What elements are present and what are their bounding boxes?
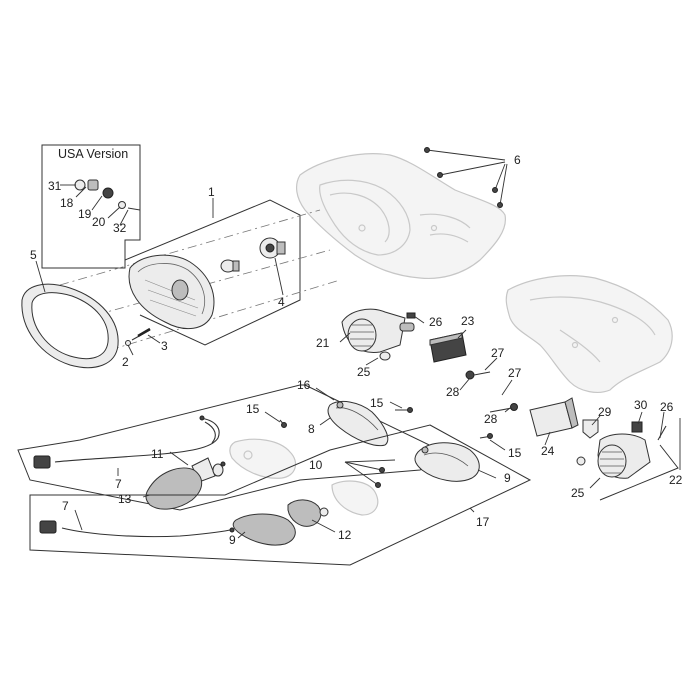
callout-labels: 1 2 3 4 5 6 7 7 8 9 9 10 11 12 13 15 15 … (30, 153, 683, 547)
side-reflector-8 (327, 401, 389, 447)
inset-title: USA Version (58, 147, 128, 161)
handlebar-cover-ghost (295, 153, 507, 280)
rear-body-ghost (505, 275, 673, 393)
wiring-harness-7-lower (39, 520, 235, 538)
relay-23 (429, 332, 467, 363)
callout-23: 23 (461, 314, 475, 328)
callout-3: 3 (161, 339, 168, 353)
callout-1: 1 (208, 185, 215, 199)
callout-30: 30 (634, 398, 648, 412)
callout-13: 13 (118, 492, 132, 506)
callout-29: 29 (598, 405, 612, 419)
callout-20: 20 (92, 215, 106, 229)
callout-21: 21 (316, 336, 330, 350)
callout-10: 10 (309, 458, 323, 472)
callout-25-rear: 25 (571, 486, 585, 500)
front-turn-signal (341, 308, 416, 361)
leader-lines (35, 184, 665, 539)
callout-27-lower: 27 (508, 366, 522, 380)
inset-screw-parts (74, 179, 141, 211)
callout-8: 8 (308, 422, 315, 436)
rear-turn-signal (576, 421, 667, 479)
callout-26-front: 26 (429, 315, 443, 329)
callout-28-upper: 28 (446, 385, 460, 399)
callout-27-upper: 27 (491, 346, 505, 360)
callout-25-front: 25 (357, 365, 371, 379)
group-17-outline (29, 424, 532, 566)
wiring-harness-7-upper (33, 415, 220, 469)
callout-28-lower: 28 (484, 412, 498, 426)
bulb-socket (259, 237, 286, 259)
clip-29 (582, 419, 599, 439)
headlight-body (128, 254, 215, 330)
bulb-holder-12 (287, 499, 329, 527)
callout-2: 2 (122, 355, 129, 369)
callout-9-right: 9 (504, 471, 511, 485)
callout-22: 22 (669, 473, 683, 487)
callout-7-upper: 7 (115, 477, 122, 491)
bolt-27-28-lower (489, 403, 518, 413)
relay-24 (529, 397, 579, 437)
callout-6: 6 (514, 153, 521, 167)
adjuster-screw (125, 327, 151, 346)
lens-13 (145, 467, 203, 510)
callout-11: 11 (151, 447, 164, 461)
callout-16: 16 (297, 378, 311, 392)
screws-10 (344, 459, 396, 488)
rear-bracket-lower (331, 480, 379, 516)
callout-32: 32 (113, 221, 127, 235)
bolt-27-28-upper (465, 370, 491, 380)
callout-9-lower: 9 (229, 533, 236, 547)
callout-15-b: 15 (370, 396, 384, 410)
callout-17: 17 (476, 515, 490, 529)
callout-15-c: 15 (508, 446, 522, 460)
headlight-bulb (220, 259, 240, 273)
callout-5: 5 (30, 248, 37, 262)
headlight-trim-ring (21, 283, 119, 369)
harness-bracket-22 (599, 418, 681, 501)
callout-18: 18 (60, 196, 74, 210)
lens-9-lower (232, 513, 296, 546)
callout-4: 4 (278, 295, 285, 309)
callout-31: 31 (48, 179, 62, 193)
callout-26-rear: 26 (660, 400, 674, 414)
callout-12: 12 (338, 528, 352, 542)
handlebar-screws (424, 147, 508, 208)
rear-signal-bracket (229, 438, 297, 479)
callout-7-lower: 7 (62, 499, 69, 513)
screws-15 (279, 407, 493, 439)
usa-version-inset: USA Version (41, 144, 141, 269)
callout-24: 24 (541, 444, 555, 458)
callout-19: 19 (78, 207, 92, 221)
reflector-9-right (414, 442, 480, 482)
callout-15-a: 15 (246, 402, 260, 416)
